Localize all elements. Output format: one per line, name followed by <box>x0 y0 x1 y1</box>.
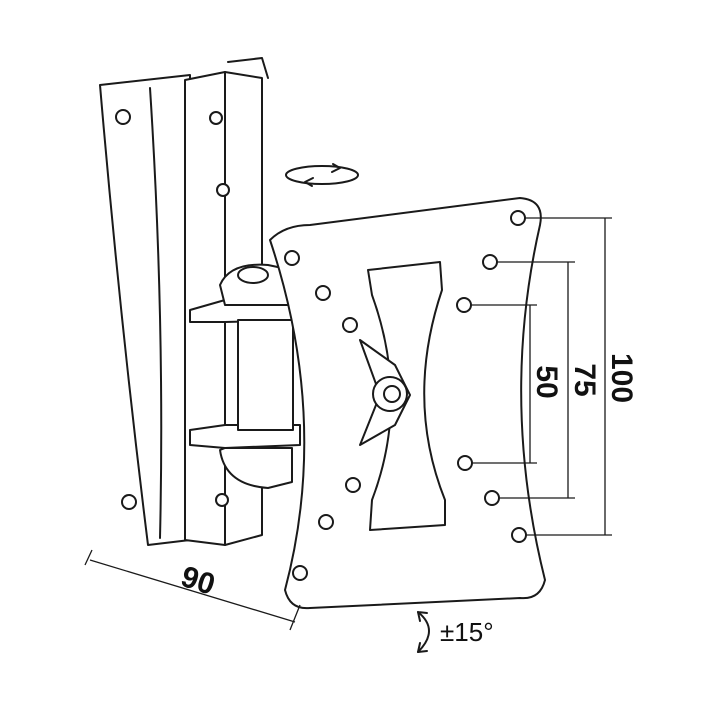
vesa-100-label: 100 <box>605 353 638 403</box>
vesa-50-label: 50 <box>530 365 563 398</box>
vesa-plate <box>269 197 546 610</box>
tilt-arrow-icon <box>417 611 430 653</box>
swivel-arrow-icon <box>285 163 359 187</box>
hinge <box>189 263 301 489</box>
depth-90-label: 90 <box>177 560 219 602</box>
tilt-label: ±15° <box>440 617 494 647</box>
vesa-75-label: 75 <box>568 363 601 396</box>
vesa-dimension-lines <box>84 217 612 631</box>
